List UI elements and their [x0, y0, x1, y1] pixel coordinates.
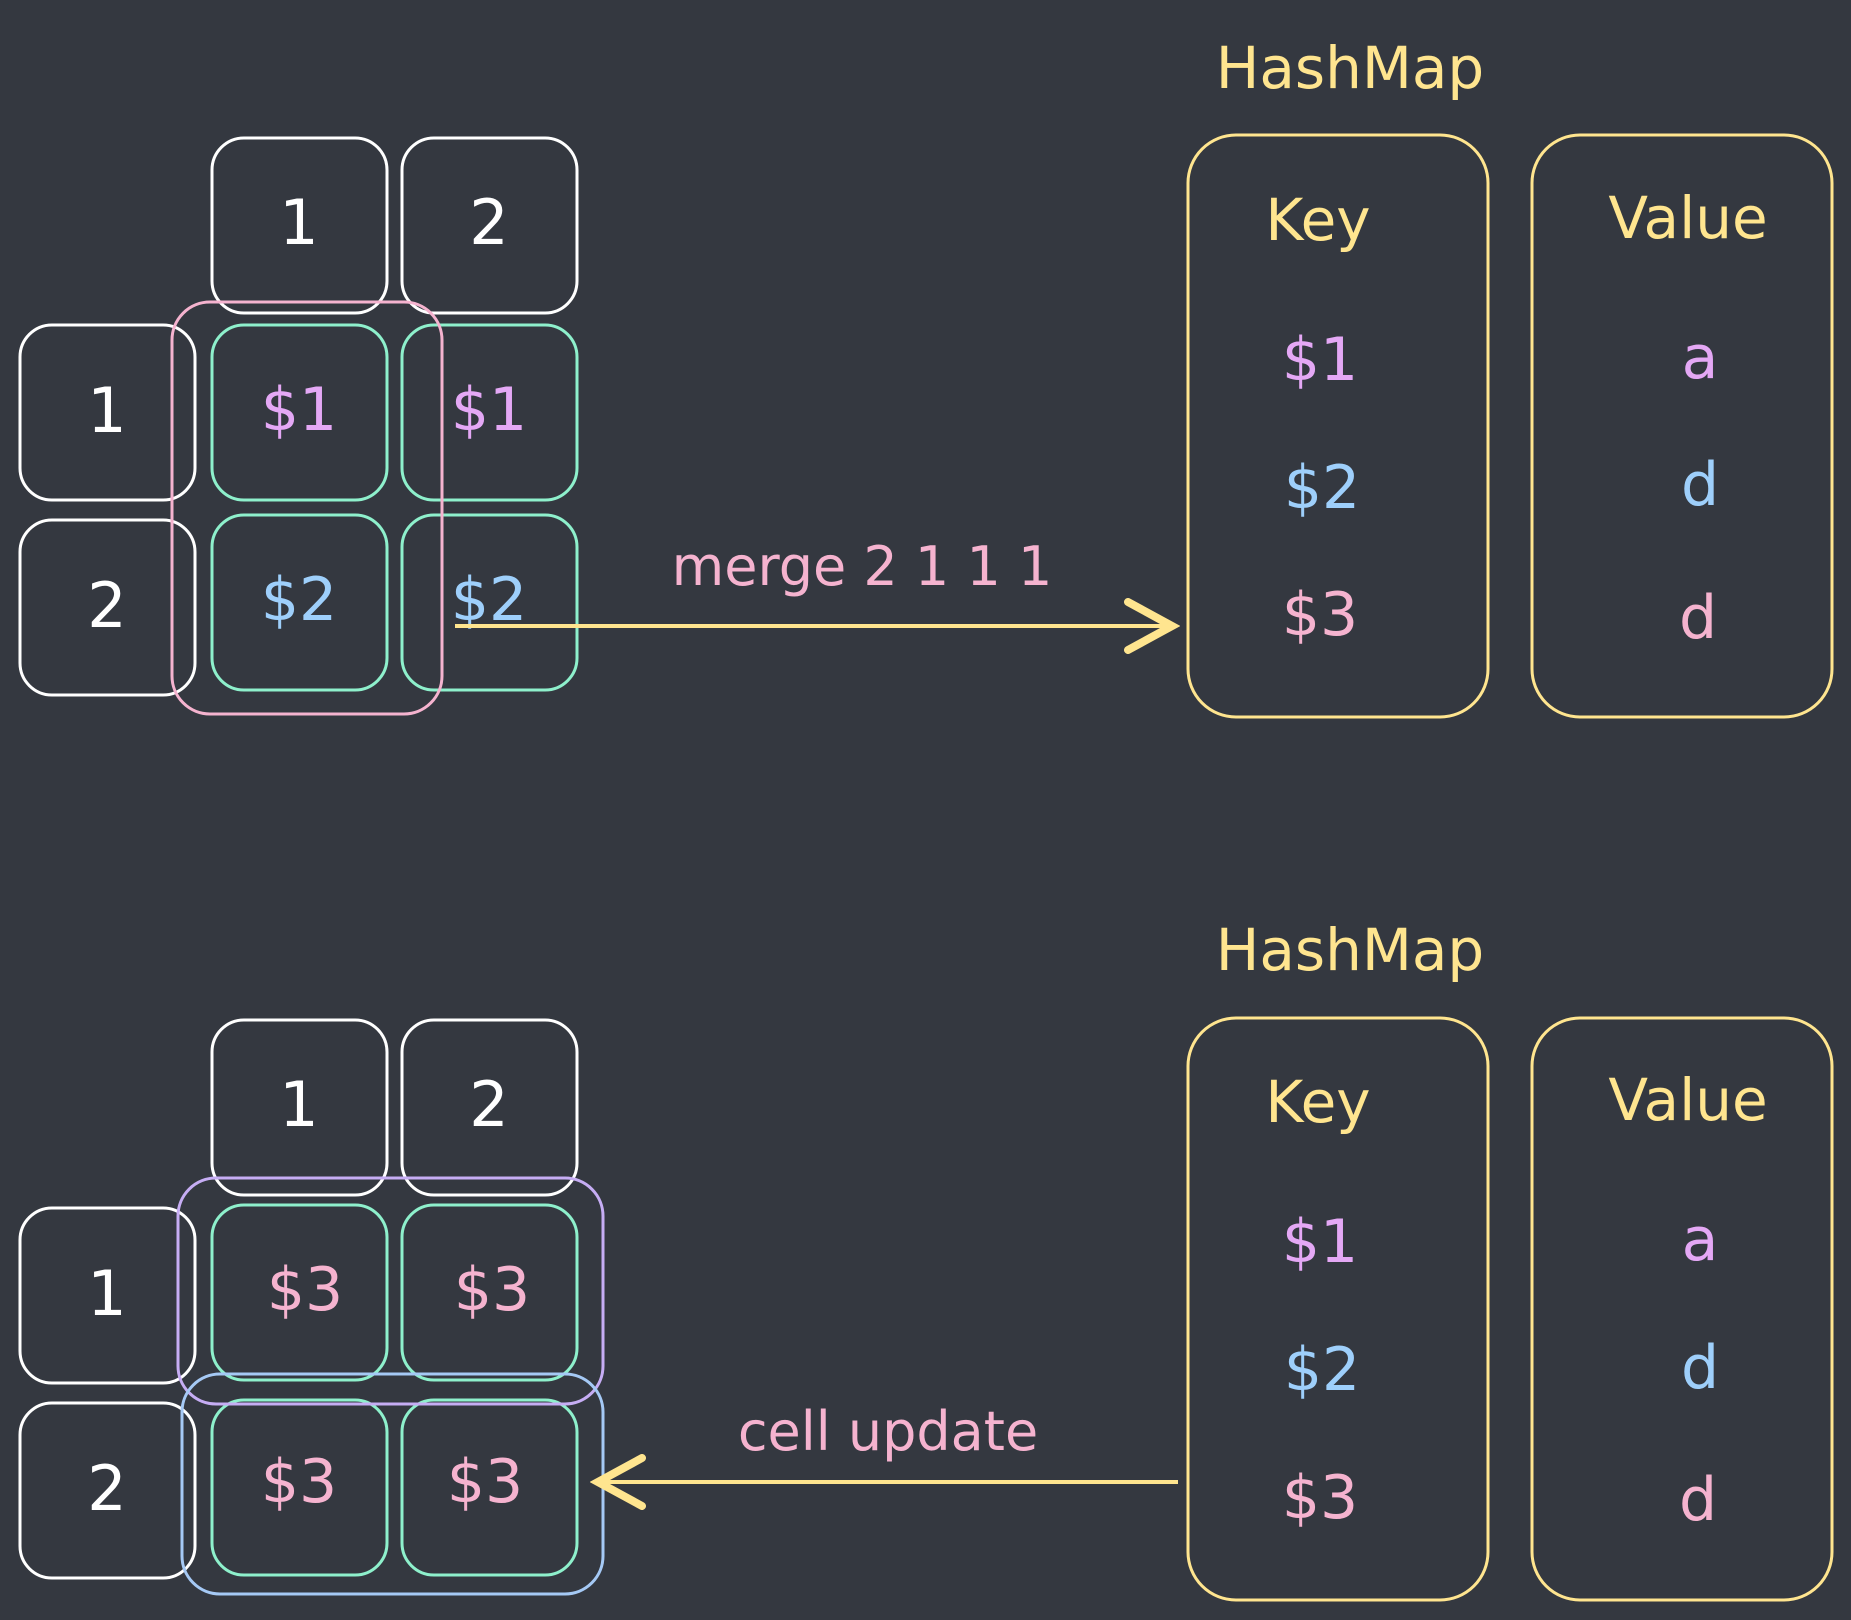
bottom-key-header: Key [1265, 1068, 1370, 1136]
bottom-row-header-box-2 [18, 1401, 197, 1580]
top-row-header-box-1 [18, 323, 197, 502]
top-operation-label: merge 2 1 1 1 [672, 535, 1053, 598]
top-row-header-box-2 [18, 518, 197, 697]
top-cell-2-2: $2 [451, 565, 527, 635]
top-col-header-2: 2 [469, 186, 508, 259]
top-row-header-1: 1 [87, 374, 126, 447]
bottom-cell-box-1-1 [210, 1203, 389, 1382]
bottom-value-3: d [1679, 1465, 1717, 1535]
top-col-header-box-2 [400, 136, 579, 315]
top-col-header-1: 1 [279, 186, 318, 259]
top-cell-1-2: $1 [451, 375, 527, 445]
bottom-cell-box-2-1 [210, 1398, 389, 1577]
top-key-header: Key [1265, 186, 1370, 254]
top-value-2: d [1681, 450, 1719, 520]
top-panel: 1 2 1 2 $1 $1 $2 $2 merge 2 1 1 1 HashMa… [18, 34, 1834, 719]
bottom-cell-2-1: $3 [261, 1447, 337, 1517]
top-value-header: Value [1608, 184, 1767, 252]
top-key-column [1186, 133, 1490, 719]
bottom-cell-1-1: $3 [267, 1255, 343, 1325]
bottom-key-column [1186, 1016, 1490, 1602]
top-value-column [1530, 133, 1834, 719]
bottom-col-header-1: 1 [279, 1068, 318, 1141]
top-cell-box-1-1 [210, 323, 389, 502]
bottom-col-header-2: 2 [469, 1068, 508, 1141]
bottom-value-header: Value [1608, 1066, 1767, 1134]
top-cell-box-1-2 [400, 323, 579, 502]
bottom-cell-box-2-2 [400, 1398, 579, 1577]
bottom-row-2-highlight [180, 1372, 605, 1596]
bottom-key-3: $3 [1282, 1463, 1358, 1533]
top-selection-highlight [170, 300, 444, 716]
top-row-header-2: 2 [87, 569, 126, 642]
top-cell-box-2-2 [400, 513, 579, 692]
bottom-row-header-2: 2 [87, 1452, 126, 1525]
bottom-cell-1-2: $3 [454, 1255, 530, 1325]
top-value-1: a [1682, 323, 1719, 393]
bottom-panel: 1 2 1 2 $3 $3 $3 $3 cell update HashMap … [18, 916, 1834, 1602]
bottom-col-header-box-1 [210, 1018, 389, 1197]
bottom-key-2: $2 [1284, 1335, 1360, 1405]
bottom-cell-2-2: $3 [447, 1447, 523, 1517]
bottom-value-1: a [1682, 1205, 1719, 1275]
top-key-2: $2 [1284, 453, 1360, 523]
top-key-3: $3 [1282, 580, 1358, 650]
bottom-row-header-box-1 [18, 1206, 197, 1385]
top-key-1: $1 [1282, 325, 1358, 395]
bottom-row-1-highlight [176, 1176, 605, 1406]
bottom-row-header-1: 1 [87, 1257, 126, 1330]
bottom-cell-box-1-2 [400, 1203, 579, 1382]
top-hashmap-title: HashMap [1216, 34, 1485, 102]
bottom-hashmap-title: HashMap [1216, 916, 1485, 984]
top-col-header-box-1 [210, 136, 389, 315]
bottom-value-2: d [1681, 1333, 1719, 1403]
top-value-3: d [1679, 583, 1717, 653]
top-cell-1-1: $1 [261, 375, 337, 445]
bottom-col-header-box-2 [400, 1018, 579, 1197]
top-cell-box-2-1 [210, 513, 389, 692]
top-cell-2-1: $2 [261, 565, 337, 635]
bottom-operation-label: cell update [738, 1400, 1038, 1463]
bottom-key-1: $1 [1282, 1207, 1358, 1277]
bottom-value-column [1530, 1016, 1834, 1602]
